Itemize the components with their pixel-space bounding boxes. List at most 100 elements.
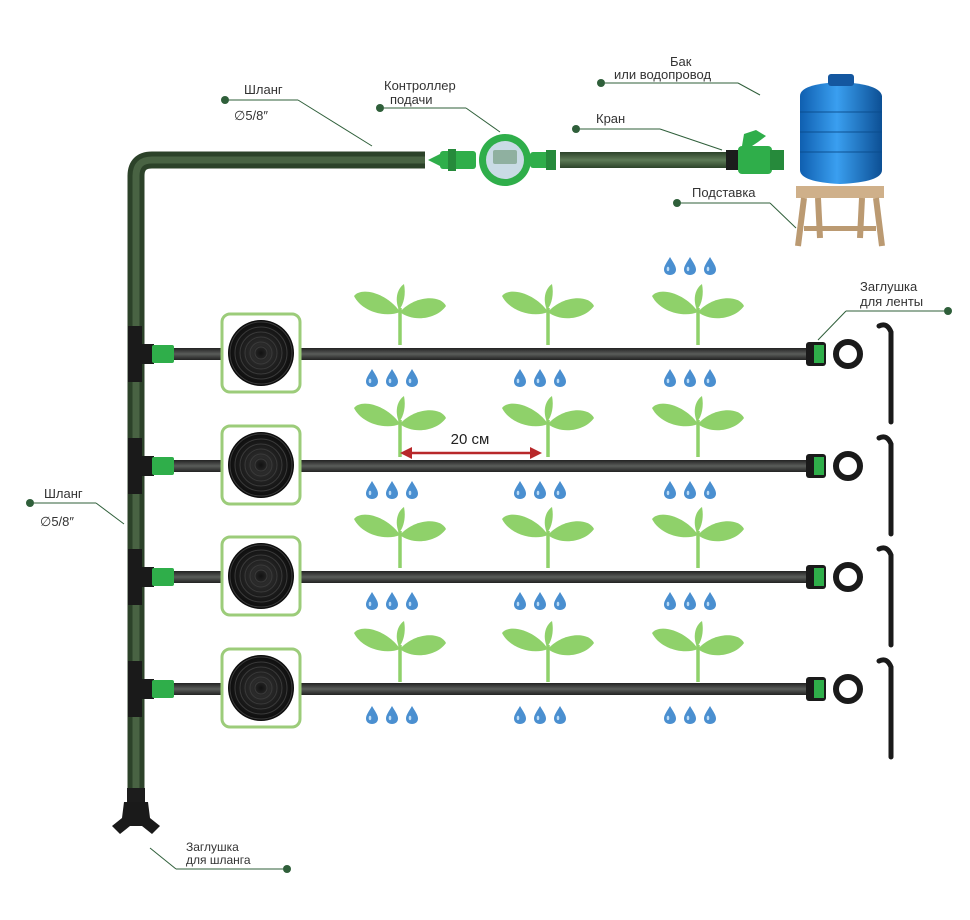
ground-stake bbox=[876, 322, 894, 425]
tape-end-plug-band bbox=[814, 568, 824, 586]
water-drop bbox=[514, 369, 526, 387]
tape-reel-ring bbox=[249, 453, 273, 477]
water-drop bbox=[664, 257, 676, 275]
water-drop bbox=[514, 592, 526, 610]
water-drop bbox=[406, 706, 418, 724]
tee-fitting bbox=[128, 438, 142, 494]
water-drop bbox=[554, 481, 566, 499]
water-drop bbox=[684, 481, 696, 499]
hose-cap-label-2: для шланга bbox=[186, 853, 251, 867]
water-drop bbox=[684, 257, 696, 275]
tape-reel-ring bbox=[244, 336, 278, 370]
spacing-arrow: 20 см bbox=[400, 431, 542, 459]
leader-dot bbox=[944, 307, 952, 315]
water-drop bbox=[704, 592, 716, 610]
tape-reel-ring bbox=[254, 681, 268, 695]
stake-shaft bbox=[876, 322, 894, 425]
stand-label: Подставка bbox=[692, 185, 756, 200]
tape-reel-ring bbox=[234, 661, 288, 715]
tape-reel-ring bbox=[234, 438, 288, 492]
tape-reel-ring bbox=[234, 326, 288, 380]
tape-cap-label-2: для ленты bbox=[860, 294, 923, 309]
tape-reel-ring bbox=[244, 559, 278, 593]
tape-connector bbox=[152, 345, 174, 363]
water-drop bbox=[386, 706, 398, 724]
tee-outlet bbox=[140, 679, 154, 699]
stake-shaft bbox=[876, 545, 894, 648]
tape-reel-ring bbox=[249, 341, 273, 365]
hose-top-size: ∅5/8″ bbox=[234, 108, 268, 123]
water-drop bbox=[514, 706, 526, 724]
tape-reel-ring bbox=[254, 458, 268, 472]
tape-end-ring bbox=[833, 451, 863, 481]
water-drop bbox=[534, 369, 546, 387]
water-drop bbox=[704, 369, 716, 387]
tape-reel-ring bbox=[239, 554, 283, 598]
water-drop bbox=[406, 481, 418, 499]
plant bbox=[650, 282, 746, 347]
plant bbox=[500, 394, 596, 459]
tape-reel-ring bbox=[244, 671, 278, 705]
plant bbox=[650, 619, 746, 684]
tape-connector bbox=[152, 680, 174, 698]
plant bbox=[500, 282, 596, 347]
drip-tape bbox=[174, 683, 808, 695]
tape-reel-ring bbox=[229, 544, 293, 608]
valve-label: Кран bbox=[596, 111, 625, 126]
tank-label-2: или водопровод bbox=[614, 67, 711, 82]
hose-side-size: ∅5/8″ bbox=[40, 514, 74, 529]
plant bbox=[352, 505, 448, 570]
water-drop bbox=[534, 706, 546, 724]
water-drop bbox=[554, 706, 566, 724]
tee-fitting bbox=[128, 326, 142, 382]
stand bbox=[795, 186, 885, 247]
leader-dot bbox=[376, 104, 384, 112]
water-drop bbox=[684, 592, 696, 610]
drip-row bbox=[128, 312, 863, 394]
plant bbox=[352, 619, 448, 684]
tape-reel-ring bbox=[249, 676, 273, 700]
tape-cap-label-1: Заглушка bbox=[860, 279, 918, 294]
tee-fitting bbox=[128, 661, 142, 717]
leader-dot bbox=[673, 199, 681, 207]
tape-end-plug-band bbox=[814, 680, 824, 698]
drip-rows bbox=[128, 312, 863, 729]
controller-device bbox=[428, 134, 556, 186]
tape-reel bbox=[228, 432, 294, 498]
water-drop bbox=[534, 481, 546, 499]
plant bbox=[352, 394, 448, 459]
ground-stake bbox=[876, 657, 894, 760]
tape-reel bbox=[228, 543, 294, 609]
water-drop bbox=[554, 592, 566, 610]
tape-reel bbox=[228, 655, 294, 721]
water-drop bbox=[406, 592, 418, 610]
tape-reel-ring bbox=[254, 569, 268, 583]
water-drop bbox=[386, 481, 398, 499]
ground-stake bbox=[876, 545, 894, 648]
ground-stake bbox=[876, 434, 894, 537]
water-drop bbox=[386, 369, 398, 387]
plant bbox=[352, 282, 448, 347]
water-drop bbox=[554, 369, 566, 387]
valve bbox=[726, 130, 784, 174]
tape-connector bbox=[152, 457, 174, 475]
water-drop bbox=[514, 481, 526, 499]
main-hose bbox=[127, 151, 728, 790]
water-drop bbox=[704, 706, 716, 724]
hose-end-cap bbox=[112, 788, 160, 834]
tape-end-plug-band bbox=[814, 457, 824, 475]
stake-shaft bbox=[876, 434, 894, 537]
drip-row bbox=[128, 535, 863, 617]
tape-reel-ring bbox=[229, 656, 293, 720]
drip-tape bbox=[174, 460, 808, 472]
hose-top-label: Шланг bbox=[244, 82, 283, 97]
tape-reel-ring bbox=[229, 321, 293, 385]
tape-connector bbox=[152, 568, 174, 586]
controller-label-2: подачи bbox=[390, 92, 433, 107]
drip-row bbox=[128, 647, 863, 729]
drip-row bbox=[128, 424, 863, 506]
water-drop bbox=[664, 592, 676, 610]
tape-reel-ring bbox=[244, 448, 278, 482]
leader-dot bbox=[221, 96, 229, 104]
